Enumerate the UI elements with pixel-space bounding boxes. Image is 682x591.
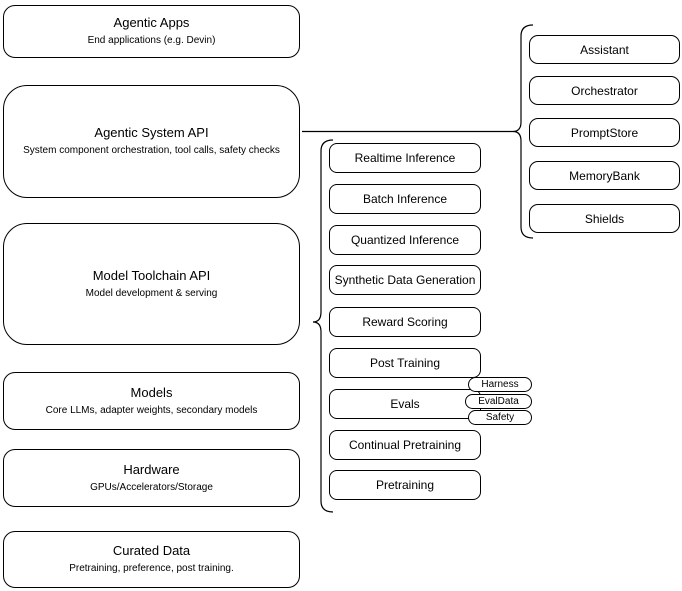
component-promptstore: PromptStore bbox=[529, 118, 680, 147]
component-shields: Shields bbox=[529, 204, 680, 233]
box-agentic-system-api-title: Agentic System API bbox=[94, 125, 209, 141]
box-agentic-apps: Agentic Apps End applications (e.g. Devi… bbox=[3, 5, 300, 58]
toolchain-item-synthetic-data-generation: Synthetic Data Generation bbox=[329, 265, 481, 295]
component-assistant: Assistant bbox=[529, 35, 680, 64]
component-memorybank: MemoryBank bbox=[529, 161, 680, 190]
toolchain-item-realtime-inference: Realtime Inference bbox=[329, 143, 481, 173]
toolchain-item-pretraining: Pretraining bbox=[329, 470, 481, 500]
box-curated-data: Curated Data Pretraining, preference, po… bbox=[3, 531, 300, 588]
box-models-subtitle: Core LLMs, adapter weights, secondary mo… bbox=[45, 404, 258, 416]
component-orchestrator: Orchestrator bbox=[529, 76, 680, 105]
box-agentic-apps-title: Agentic Apps bbox=[113, 15, 190, 31]
toolchain-item-reward-scoring: Reward Scoring bbox=[329, 307, 481, 337]
eval-tag-evaldata: EvalData bbox=[465, 394, 532, 409]
box-model-toolchain-api-title: Model Toolchain API bbox=[92, 267, 211, 283]
box-hardware: Hardware GPUs/Accelerators/Storage bbox=[3, 449, 300, 507]
toolchain-item-post-training: Post Training bbox=[329, 348, 481, 378]
eval-tag-harness: Harness bbox=[468, 377, 532, 392]
eval-tag-safety: Safety bbox=[468, 410, 532, 425]
box-models: Models Core LLMs, adapter weights, secon… bbox=[3, 372, 300, 430]
toolchain-item-continual-pretraining: Continual Pretraining bbox=[329, 430, 481, 460]
box-curated-data-subtitle: Pretraining, preference, post training. bbox=[69, 563, 234, 575]
toolchain-item-batch-inference: Batch Inference bbox=[329, 184, 481, 214]
box-hardware-subtitle: GPUs/Accelerators/Storage bbox=[90, 481, 213, 493]
box-curated-data-title: Curated Data bbox=[112, 543, 191, 559]
box-model-toolchain-api-subtitle: Model development & serving bbox=[85, 287, 218, 299]
box-hardware-title: Hardware bbox=[123, 461, 180, 477]
box-model-toolchain-api: Model Toolchain API Model development & … bbox=[3, 223, 300, 345]
toolchain-item-quantized-inference: Quantized Inference bbox=[329, 225, 481, 255]
box-agentic-apps-subtitle: End applications (e.g. Devin) bbox=[87, 35, 216, 47]
box-models-title: Models bbox=[130, 384, 173, 400]
box-agentic-system-api-subtitle: System component orchestration, tool cal… bbox=[23, 145, 280, 157]
toolchain-item-evals: Evals bbox=[329, 389, 481, 419]
box-agentic-system-api: Agentic System API System component orch… bbox=[3, 85, 300, 198]
